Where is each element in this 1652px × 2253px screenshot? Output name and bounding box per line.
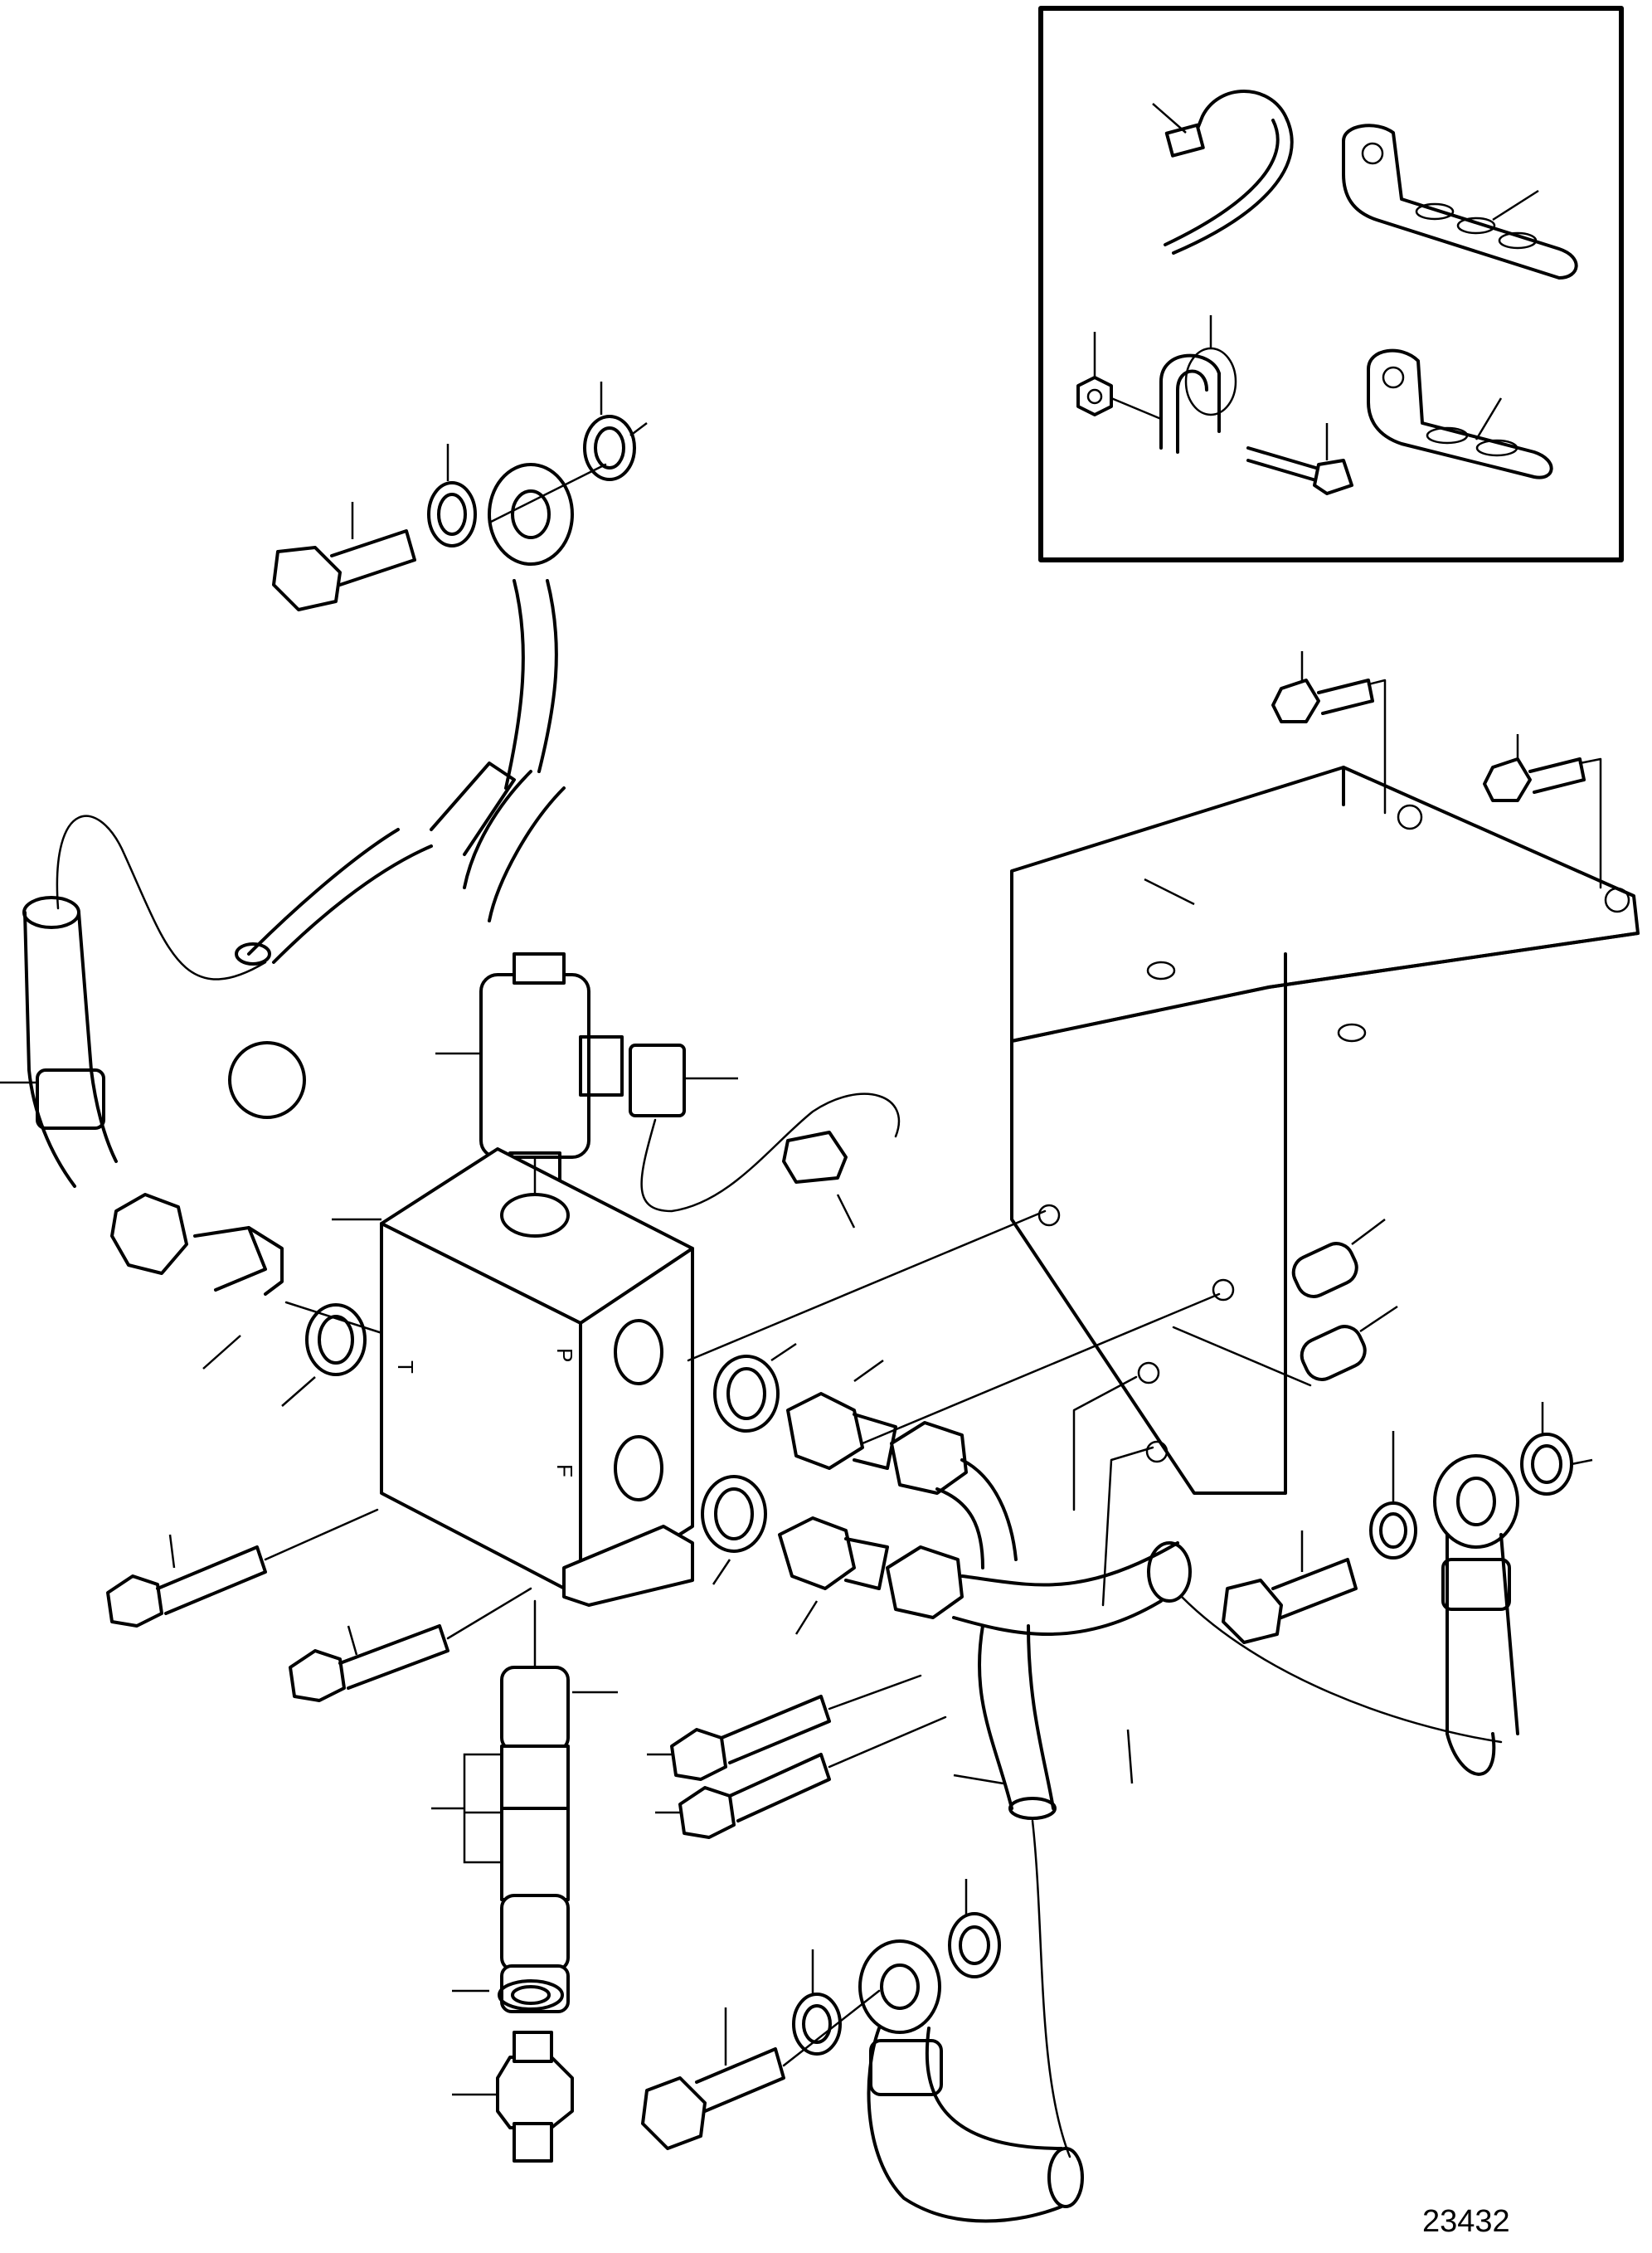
cartridge-valve [431,1599,618,2163]
port-label-p: P [552,1348,577,1362]
cable-tie [1152,90,1294,255]
lower-banjo-hose [641,1879,1084,2223]
upper-banjo-hose [235,382,648,966]
diagram-reference-number: 23432 [1422,2204,1510,2239]
port-fittings [687,1209,1221,1635]
solenoid-valve [435,952,624,1200]
accessory-inset [1038,6,1624,562]
port-label-f: F [552,1464,577,1477]
port-label-t: T [393,1360,418,1374]
block-bolts [106,1508,947,1839]
right-banjo-hose [1222,1402,1593,1776]
elbow-hoses [886,1375,1503,2158]
valve-block [332,1147,694,1607]
angle-bracket-bottom [1367,348,1553,479]
electrical-connector [629,1044,901,1229]
mounting-bracket [1010,651,1640,1495]
blanking-plug [228,1041,306,1119]
p-clamp-assembly [1076,315,1353,495]
angle-bracket-top [1342,124,1578,280]
left-hose [0,815,391,1407]
